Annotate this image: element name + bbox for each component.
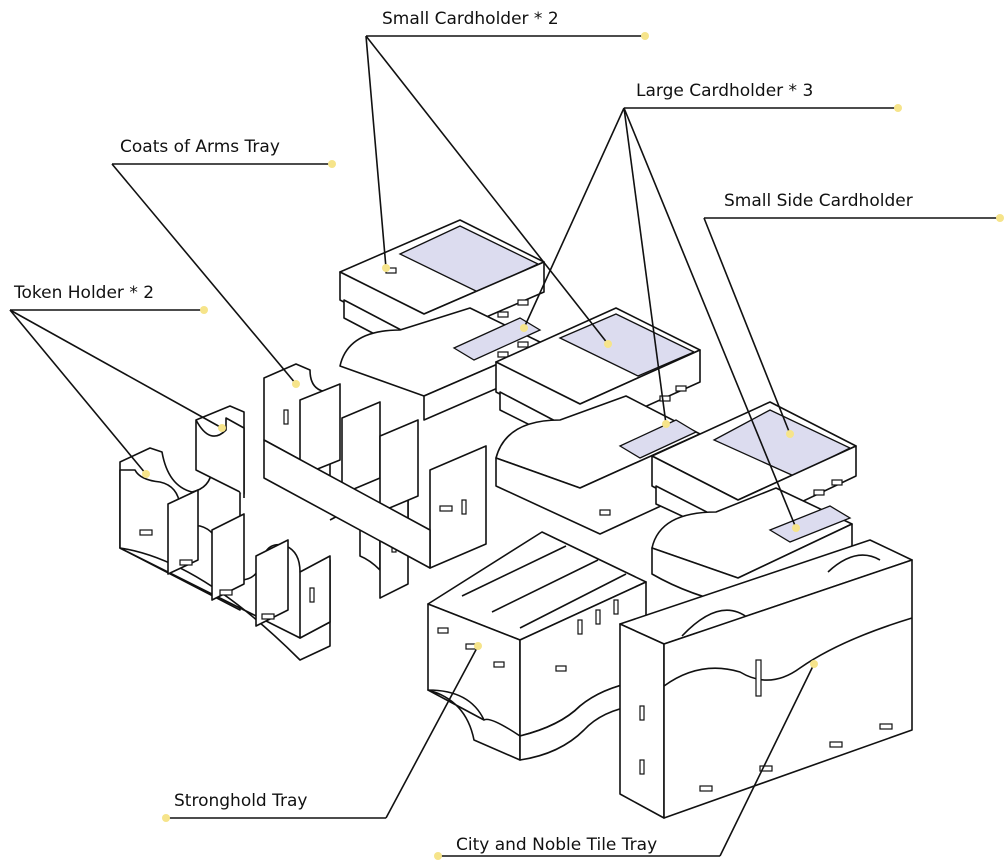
dot-city-noble <box>434 852 442 860</box>
label-small-cardholder: Small Cardholder * 2 <box>382 9 559 29</box>
small-cardholder-top <box>339 219 545 361</box>
label-token-holder: Token Holder * 2 <box>13 283 154 303</box>
label-large-cardholder: Large Cardholder * 3 <box>636 81 813 101</box>
token-holder-front <box>119 447 331 661</box>
stronghold-tray <box>427 531 647 761</box>
city-noble-tile-tray <box>619 539 913 819</box>
dot-small-cardholder <box>641 32 649 40</box>
highlight-dots <box>142 32 1004 860</box>
label-coats-of-arms-tray: Coats of Arms Tray <box>120 137 280 157</box>
coats-of-arms-tray <box>263 363 487 569</box>
large-cardholder-lower <box>495 395 701 535</box>
leader-lines <box>9 35 1000 857</box>
labels: Small Cardholder * 2 Large Cardholder * … <box>13 9 913 855</box>
dot-stronghold <box>162 814 170 822</box>
dot-large-cardholder <box>894 104 902 112</box>
label-small-side-cardholder: Small Side Cardholder <box>724 191 913 211</box>
label-stronghold-tray: Stronghold Tray <box>174 791 308 811</box>
dot-coats-of-arms <box>328 160 336 168</box>
label-city-noble-tile-tray: City and Noble Tile Tray <box>456 835 657 855</box>
dot-token-holder <box>200 306 208 314</box>
dot-small-side <box>996 214 1004 222</box>
